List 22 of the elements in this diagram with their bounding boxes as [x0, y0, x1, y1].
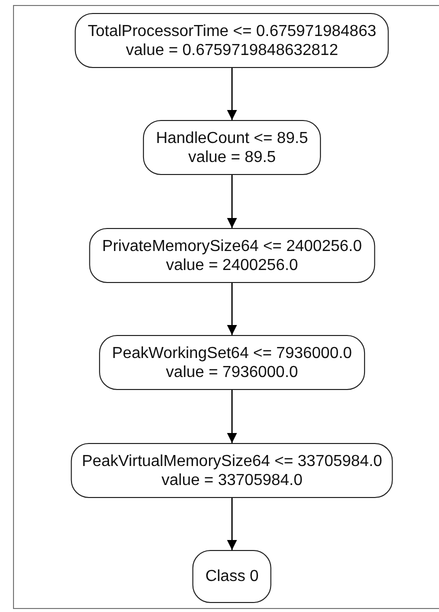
node-label: HandleCount <= 89.5: [156, 128, 308, 148]
node-label: TotalProcessorTime <= 0.675971984863: [88, 22, 376, 40]
decision-node: [89, 228, 375, 283]
node-label: PeakVirtualMemorySize64 <= 33705984.0: [82, 452, 382, 470]
decision-node: [142, 120, 322, 175]
arrow: [227, 175, 237, 228]
node-label: PrivateMemorySize64 <= 2400256.0: [102, 236, 362, 256]
node-label: PeakWorkingSet64 <= 7936000.0: [112, 344, 352, 362]
arrow: [227, 390, 237, 443]
arrow: [227, 68, 237, 120]
decision-node: [99, 335, 365, 390]
node-value: value = 89.5: [188, 148, 276, 166]
node-label: Class 0: [205, 567, 259, 586]
arrow: [227, 498, 237, 550]
node-value: value = 7936000.0: [166, 362, 298, 382]
node-value: value = 33705984.0: [161, 470, 302, 490]
node-value: value = 2400256.0: [166, 256, 298, 274]
decision-node: [74, 13, 390, 68]
node-value: value = 0.6759719848632812: [126, 40, 338, 60]
decision-node: [70, 443, 394, 498]
decision-node: [192, 550, 272, 603]
arrow: [227, 283, 237, 335]
